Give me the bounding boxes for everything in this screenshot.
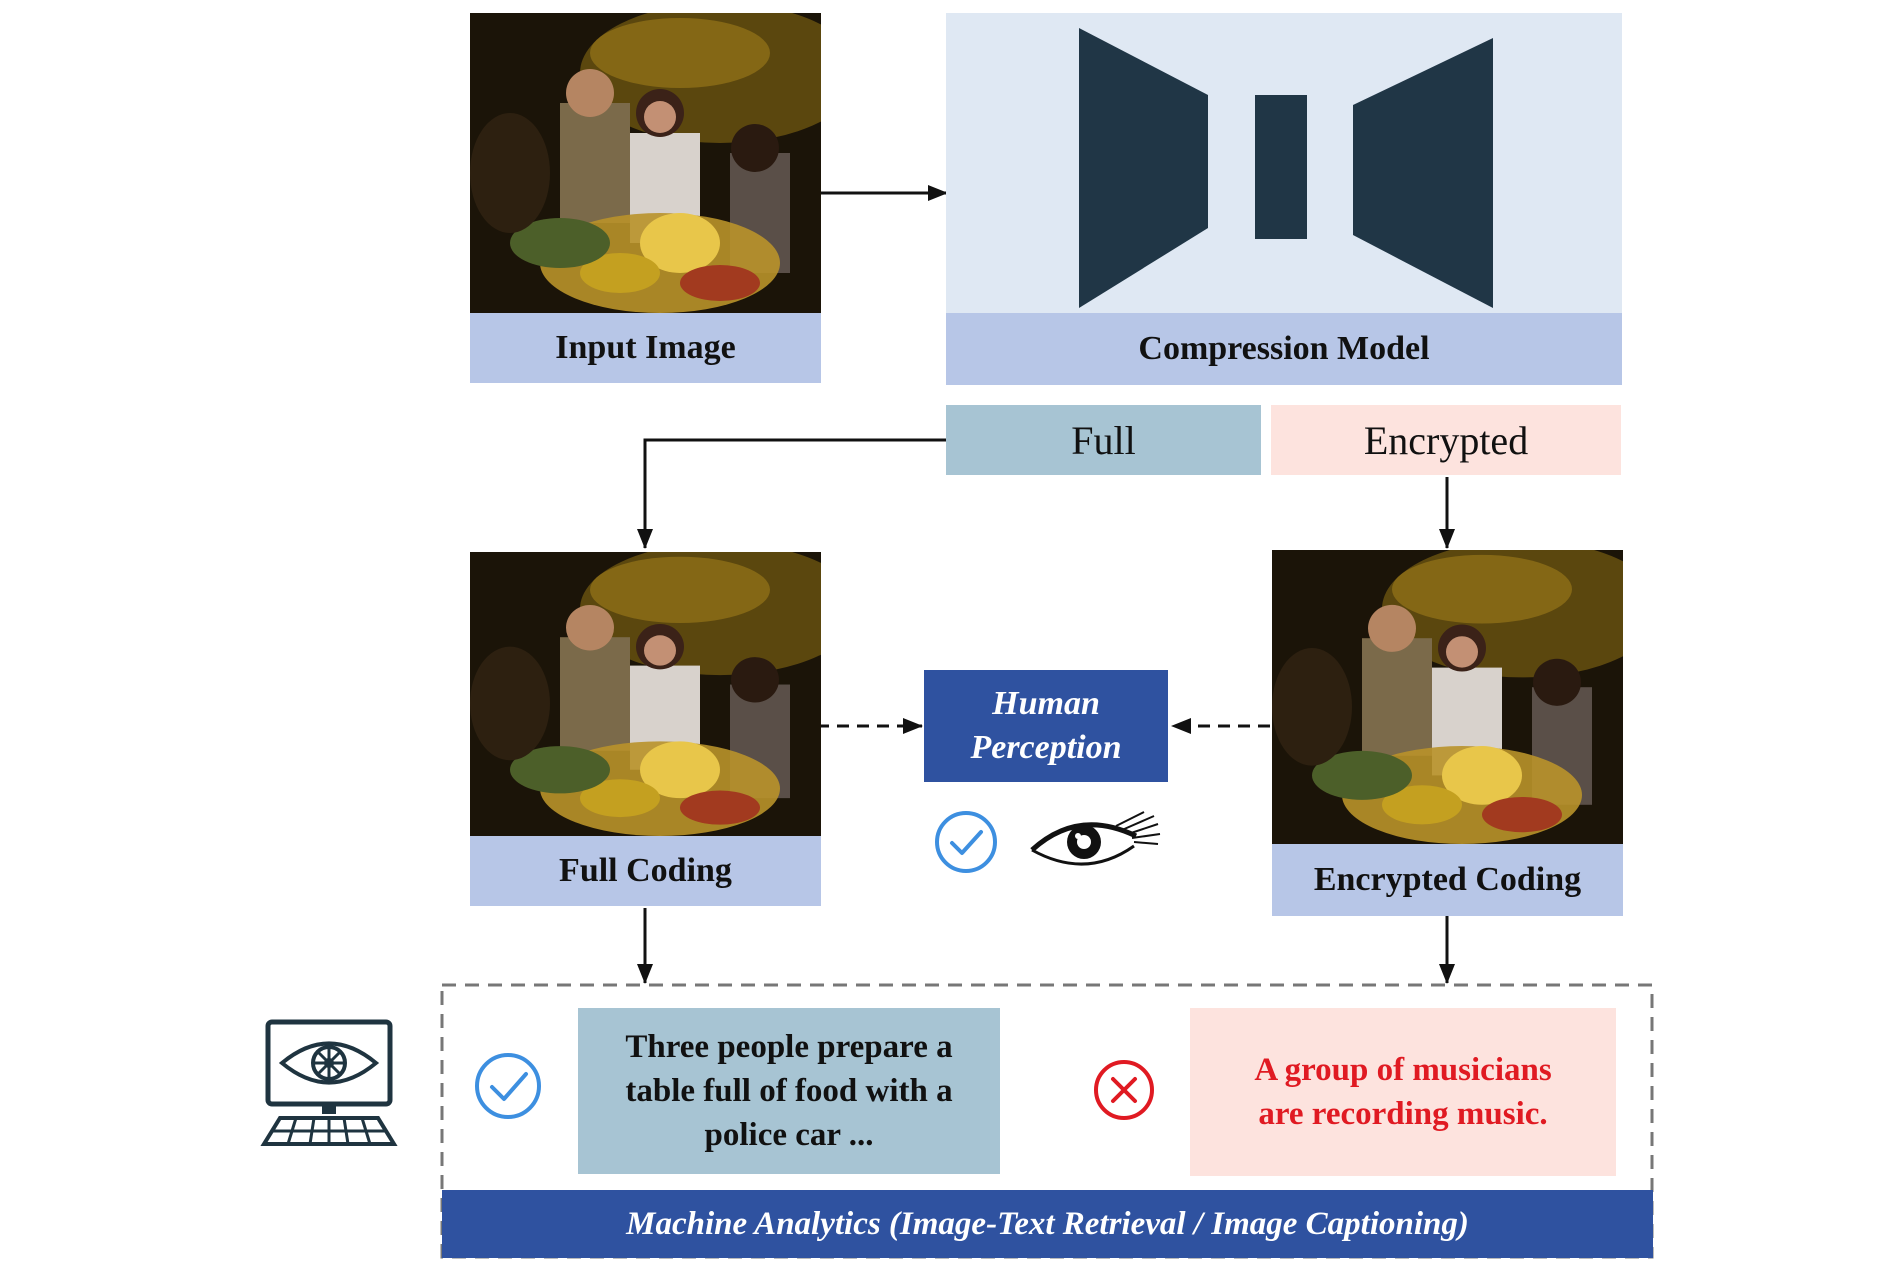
human-perception-line2: Perception [970,729,1122,766]
compression-model-label: Compression Model [946,313,1622,385]
wrong-caption-box: A group of musicians are recording music… [1190,1008,1616,1176]
check-circle-icon [475,1053,541,1119]
encrypted-coding-image [1272,550,1623,844]
autoencoder-icon [1079,28,1493,308]
analytics-dashed-frame [440,983,1654,1259]
wrong-caption-line: A group of musicians [1254,1052,1552,1088]
machine-analytics-bar: Machine Analytics (Image-Text Retrieval … [442,1190,1653,1258]
human-perception-box: Human Perception [924,670,1168,782]
computer-vision-icon [260,1019,398,1146]
input-image [470,13,821,313]
encrypted-mode-tag: Encrypted [1271,405,1621,475]
correct-caption-line: Three people prepare a [625,1029,953,1065]
compression-model-panel [946,13,1622,315]
correct-caption-line: police car ... [704,1117,874,1153]
full-coding-image [470,552,821,836]
full-mode-tag: Full [946,405,1261,475]
check-circle-icon [935,811,997,873]
input-image-label: Input Image [470,313,821,383]
eye-icon [1030,811,1161,866]
wrong-caption-line: are recording music. [1258,1096,1548,1132]
correct-caption-box: Three people prepare a table full of foo… [578,1008,1000,1174]
cross-circle-icon [1094,1060,1154,1120]
arrow-full-to-coding [637,438,946,549]
human-perception-line1: Human [992,685,1100,722]
correct-caption-line: table full of food with a [625,1073,953,1109]
encrypted-coding-label: Encrypted Coding [1272,844,1623,916]
full-coding-label: Full Coding [470,836,821,906]
